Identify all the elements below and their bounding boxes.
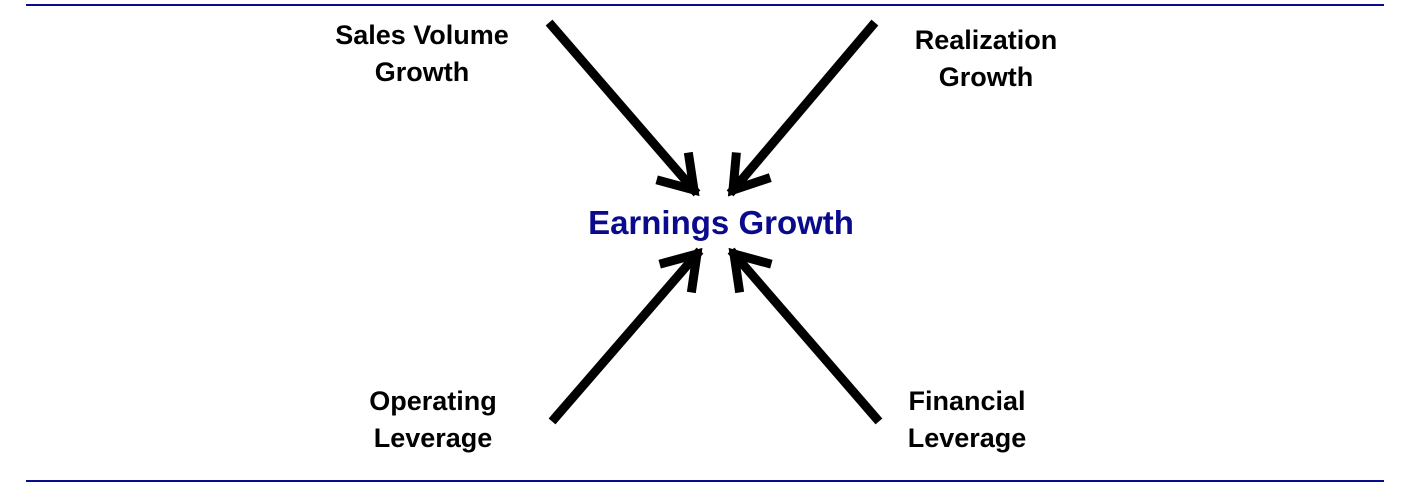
driver-label-line2: Growth [938, 62, 1034, 92]
arrow-sales-volume [545, 19, 701, 197]
driver-sales-volume-growth: Sales Volume Growth [335, 17, 509, 91]
arrow-realization [726, 19, 879, 197]
driver-label-line2: Growth [374, 57, 470, 87]
driver-realization-growth: Realization Growth [915, 22, 1058, 96]
top-divider [26, 4, 1384, 6]
center-title: Earnings Growth [588, 204, 854, 241]
driver-label-line1: Operating [369, 386, 497, 416]
bottom-divider [26, 480, 1384, 482]
driver-label-line2: Leverage [373, 423, 493, 453]
arrow-operating-leverage [548, 247, 704, 425]
driver-label-line2: Leverage [907, 423, 1027, 453]
arrow-financial-leverage [727, 247, 883, 425]
driver-label-line1: Financial [908, 386, 1026, 416]
driver-operating-leverage: Operating Leverage [369, 383, 497, 457]
driver-label-line1: Realization [914, 25, 1058, 55]
driver-label-line1: Sales Volume [335, 20, 509, 50]
driver-financial-leverage: Financial Leverage [908, 383, 1027, 457]
